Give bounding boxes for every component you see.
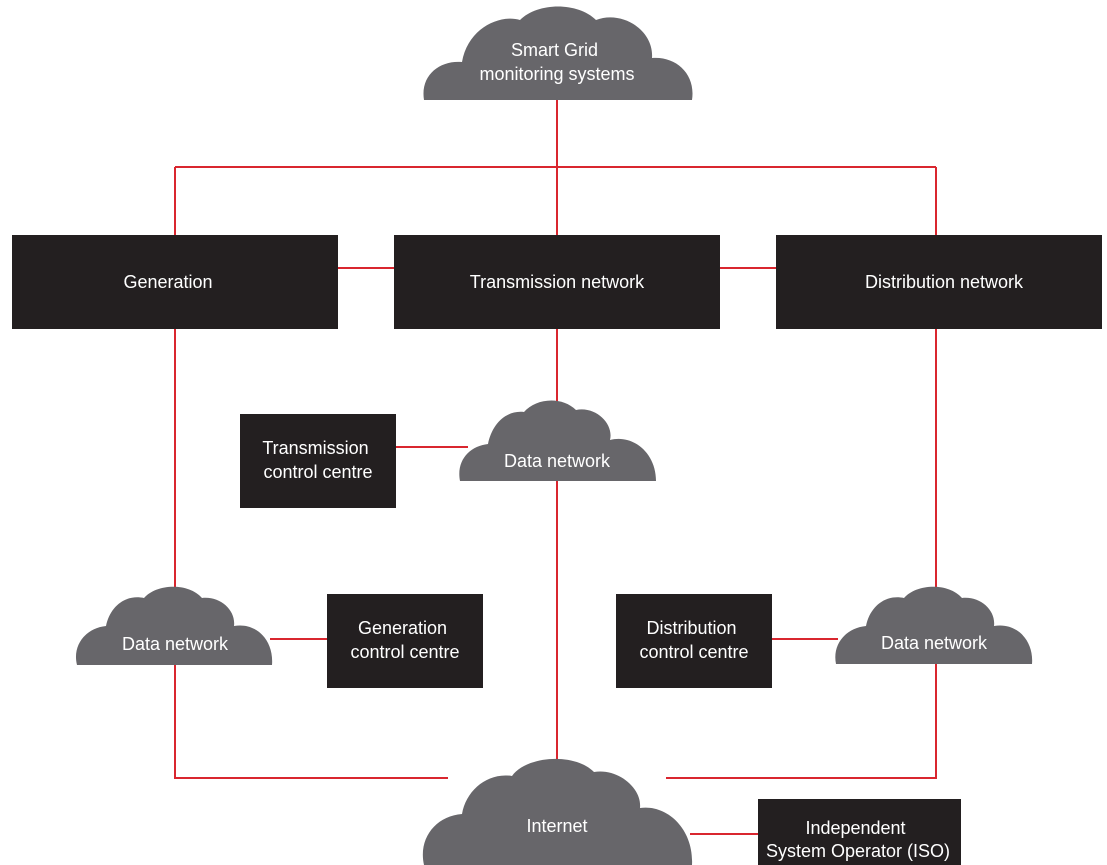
- cloud-shape: [835, 586, 1033, 664]
- cloud-shape: [459, 400, 656, 481]
- data-network-right-cloud: Data network: [835, 586, 1033, 664]
- distribution-network-box: Distribution network: [776, 235, 1102, 329]
- internet-label: Internet: [526, 816, 587, 836]
- data-network-center-cloud: Data network: [459, 400, 656, 481]
- generation-box: Generation: [12, 235, 338, 329]
- connector-left-datanetwork-to-internet: [174, 664, 448, 779]
- transmission-network-label: Transmission network: [470, 272, 645, 292]
- data-network-center-label: Data network: [504, 451, 611, 471]
- box-shape: [776, 235, 1102, 329]
- distribution-network-label: Distribution network: [865, 272, 1024, 292]
- box-shape: [327, 594, 483, 688]
- generation-control-centre-label: Generation control centre: [350, 618, 459, 662]
- transmission-control-centre-box: Transmission control centre: [240, 414, 396, 508]
- box-shape: [616, 594, 772, 688]
- connector-right-datanetwork-to-internet: [666, 664, 937, 779]
- distribution-control-centre-box: Distribution control centre: [616, 594, 772, 688]
- distribution-control-centre-label: Distribution control centre: [639, 618, 748, 662]
- cloud-shape: [422, 758, 693, 865]
- iso-label: Independent System Operator (ISO): [766, 818, 950, 861]
- transmission-network-box: Transmission network: [394, 235, 720, 329]
- data-network-right-label: Data network: [881, 633, 988, 653]
- box-shape: [240, 414, 396, 508]
- smart-grid-label: Smart Grid monitoring systems: [479, 40, 634, 84]
- internet-cloud: Internet: [422, 758, 693, 865]
- box-shape: [758, 799, 961, 865]
- box-shape: [394, 235, 720, 329]
- cloud-shape: [423, 6, 693, 100]
- smart-grid-cloud: Smart Grid monitoring systems: [423, 6, 693, 100]
- box-shape: [12, 235, 338, 329]
- cloud-shape: [75, 586, 273, 665]
- transmission-control-centre-label: Transmission control centre: [262, 438, 373, 482]
- connectors: [174, 100, 937, 835]
- generation-label: Generation: [123, 272, 212, 292]
- data-network-left-label: Data network: [122, 634, 229, 654]
- iso-box: Independent System Operator (ISO): [758, 799, 961, 865]
- generation-control-centre-box: Generation control centre: [327, 594, 483, 688]
- data-network-left-cloud: Data network: [75, 586, 273, 665]
